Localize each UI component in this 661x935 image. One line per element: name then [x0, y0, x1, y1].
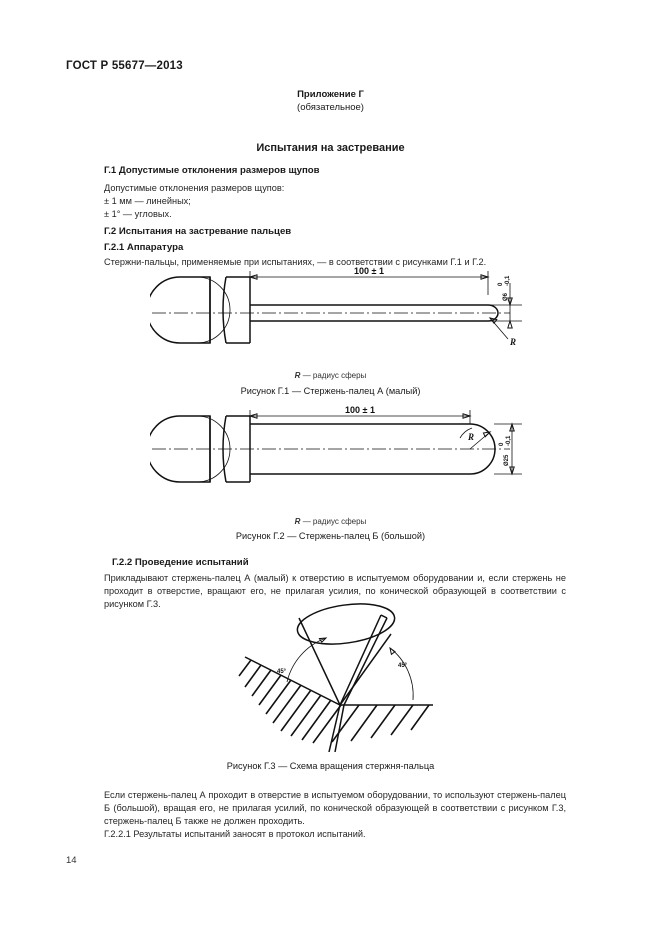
- paragraph-g221: Г.2.2.1 Результаты испытаний заносят в п…: [104, 829, 366, 839]
- paragraph-conclusion: Если стержень-палец А проходит в отверст…: [104, 790, 566, 827]
- figure-g1-radius-label: R: [509, 337, 516, 347]
- paragraph-g22: Прикладывают стержень-палец А (малый) к …: [104, 573, 566, 610]
- figure-g3-caption: Рисунок Г.3 — Схема вращения стержня-пал…: [226, 761, 435, 771]
- figure-g2-note: R — радиус сферы: [0, 517, 661, 526]
- paragraph-g1-linear: ± 1 мм — линейных;: [104, 196, 191, 206]
- figure-g1-length-label: 100 ± 1: [354, 266, 384, 276]
- figure-g2-diameter-label: Ø25: [504, 454, 510, 466]
- figure-g2-drawing: R 100 ± 1 Ø25 0 -0,1: [150, 404, 540, 514]
- figure-g1-tol-upper: 0: [498, 282, 504, 286]
- figure-g2-note-text: — радиус сферы: [302, 517, 367, 526]
- paragraph-g1-angular: ± 1° — угловых.: [104, 209, 172, 219]
- annex-main-heading: Испытания на застревание: [256, 142, 405, 154]
- section-heading-g1: Г.1 Допустимые отклонения размеров щупов: [104, 165, 320, 176]
- figure-g2-tol-lower: -0,1: [506, 435, 512, 446]
- figure-g2-note-symbol: R: [294, 517, 301, 526]
- paragraph-g21: Стержни-пальцы, применяемые при испытани…: [104, 257, 487, 267]
- annex-title: Приложение Г: [297, 89, 364, 100]
- annex-heading-block: Приложение Г (обязательное): [0, 88, 661, 114]
- standard-designation: ГОСТ Р 55677—2013: [66, 60, 183, 72]
- page-number: 14: [66, 855, 77, 866]
- figure-g3-drawing: 45° 45°: [225, 602, 455, 752]
- paragraph-g1-intro: Допустимые отклонения размеров щупов:: [104, 183, 285, 193]
- figure-g2-tol-upper: 0: [499, 442, 505, 446]
- figure-g1-caption: Рисунок Г.1 — Стержень-палец А (малый): [240, 386, 421, 396]
- section-heading-g2: Г.2 Испытания на застревание пальцев: [104, 226, 292, 237]
- figure-g1-note-text: — радиус сферы: [302, 371, 367, 380]
- annex-subtitle: (обязательное): [297, 102, 364, 113]
- figure-g2-length-label: 100 ± 1: [345, 405, 375, 415]
- figure-g1-tol-lower: -0,1: [505, 275, 511, 286]
- figure-g3-angle-left-label: 45°: [277, 669, 287, 675]
- figure-g1-note: R — радиус сферы: [0, 371, 661, 380]
- figure-g3-angle-right-label: 45°: [398, 663, 408, 669]
- figure-g2-radius-label: R: [467, 432, 474, 442]
- figure-g1-drawing: 100 ± 1 Ø6 0 -0,1 R: [150, 265, 540, 365]
- figure-g1-diameter-label: Ø6: [503, 292, 509, 301]
- figure-g1-note-symbol: R: [294, 371, 301, 380]
- section-heading-g22: Г.2.2 Проведение испытаний: [112, 557, 249, 568]
- section-heading-g21: Г.2.1 Аппаратура: [104, 242, 184, 253]
- figure-g2-caption: Рисунок Г.2 — Стержень-палец Б (большой): [235, 531, 426, 541]
